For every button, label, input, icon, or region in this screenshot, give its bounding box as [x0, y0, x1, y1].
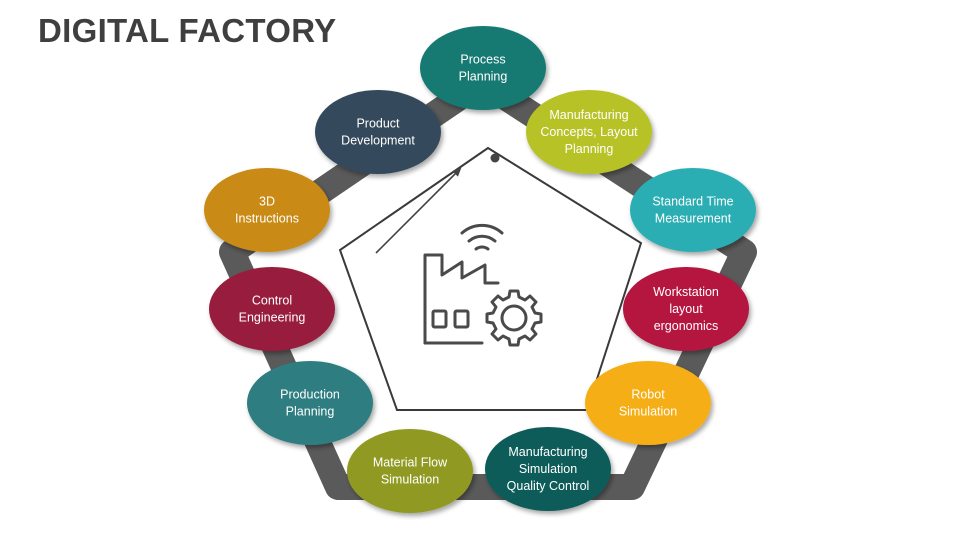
node-label-line: Engineering	[239, 311, 306, 325]
node-label-line: Control	[252, 294, 292, 308]
node-ellipse	[315, 90, 441, 174]
node-label-line: Standard Time	[652, 195, 733, 209]
node-label-line: Planning	[459, 70, 508, 84]
node-label-line: ergonomics	[654, 319, 719, 333]
node-label-line: Planning	[286, 405, 335, 419]
node-label-line: Quality Control	[507, 479, 590, 493]
node-ellipse	[247, 361, 373, 445]
node-ellipse	[204, 168, 330, 252]
node-ellipse	[485, 427, 611, 511]
node-label-line: 3D	[259, 195, 275, 209]
node-ellipse	[420, 26, 546, 110]
node-ellipse	[623, 267, 749, 351]
node-label-line: Manufacturing	[549, 108, 628, 122]
node-label-line: Workstation	[653, 285, 719, 299]
node-ellipse	[526, 90, 652, 174]
node-workstation-layout: Workstation layout ergonomics	[623, 267, 749, 351]
node-ellipse	[630, 168, 756, 252]
cycle-arrow	[375, 153, 500, 254]
node-3d-instructions: 3D Instructions	[204, 168, 330, 252]
node-label-line: Production	[280, 388, 340, 402]
node-label-line: Concepts, Layout	[540, 125, 638, 139]
node-label-line: Simulation	[619, 405, 677, 419]
node-label-line: Planning	[565, 142, 614, 156]
node-label-line: Simulation	[381, 473, 439, 487]
node-label-line: Instructions	[235, 212, 299, 226]
node-label-line: Development	[341, 134, 415, 148]
node-label-line: Robot	[631, 388, 665, 402]
node-label-line: Material Flow	[373, 456, 448, 470]
node-label-line: Product	[356, 117, 400, 131]
node-label-line: Simulation	[519, 462, 577, 476]
node-ellipse	[585, 361, 711, 445]
factory-wifi-gear-icon	[423, 223, 543, 347]
node-ellipse	[209, 267, 335, 351]
node-label-line: Measurement	[655, 212, 732, 226]
node-label-line: layout	[669, 302, 703, 316]
node-label-line: Manufacturing	[508, 445, 587, 459]
inner-pentagon	[338, 146, 643, 411]
page-title: DIGITAL FACTORY	[38, 12, 337, 49]
node-label-line: Process	[460, 53, 505, 67]
node-ellipse	[347, 429, 473, 513]
